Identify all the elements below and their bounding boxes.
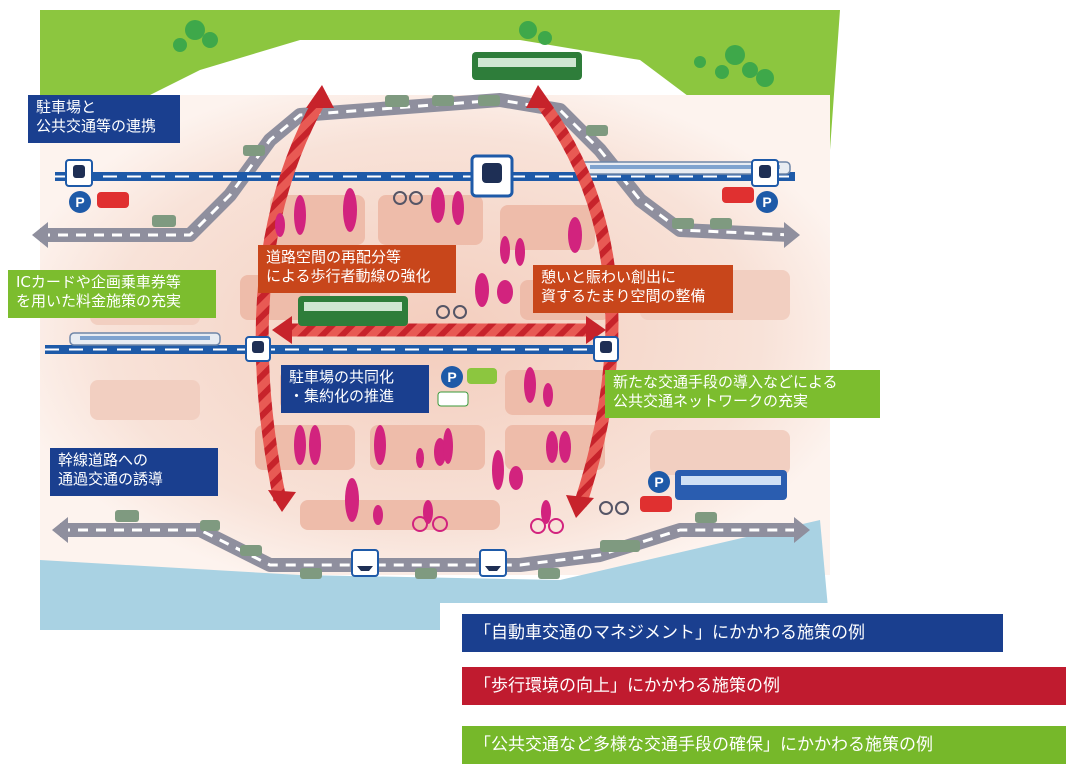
park-area [40, 10, 840, 150]
bicycles [412, 516, 564, 534]
svg-text:P: P [447, 369, 456, 385]
river [40, 520, 830, 630]
bus-green-center [298, 296, 408, 326]
label-parking-transit: 駐車場と 公共交通等の連携 [28, 95, 180, 143]
label-ic-card: ICカードや企画乗車券等 を用いた料金施策の充実 [8, 270, 216, 318]
gray-vehicles [115, 95, 732, 579]
legend-item-car-management: 「自動車交通のマネジメント」にかかわる施策の例 [462, 614, 1003, 652]
train-windows [80, 165, 780, 340]
parking-icon: P [441, 366, 463, 388]
label-trunk-road: 幹線道路への 通過交通の誘導 [50, 448, 218, 496]
svg-text:P: P [75, 194, 84, 210]
bus-blue [675, 470, 787, 500]
label-new-transport: 新たな交通手段の導入などによる 公共交通ネットワークの充実 [605, 370, 880, 418]
train-station-icon [245, 336, 271, 362]
tree-group [173, 20, 774, 87]
legend-item-public-transport: 「公共交通など多様な交通手段の確保」にかかわる施策の例 [462, 726, 1066, 764]
label-road-space: 道路空間の再配分等 による歩行者動線の強化 [258, 245, 456, 293]
railway-lines [45, 172, 795, 354]
parking-icon: P [69, 191, 91, 213]
train-station-icon [751, 159, 779, 187]
parking-icon: P [756, 191, 778, 213]
ferry-icon [479, 549, 507, 577]
pedestrian-figures [275, 187, 582, 525]
road-arrow-heads [32, 222, 810, 543]
svg-text:P: P [654, 474, 663, 490]
train-station-icon [593, 336, 619, 362]
train-station-icon [65, 159, 93, 187]
bicycles-gray [393, 191, 629, 515]
train-station-icon [470, 154, 514, 198]
ferry-icon [351, 549, 379, 577]
parking-icon: P [648, 471, 670, 493]
label-rest-space: 憩いと賑わい創出に 資するたまり空間の整備 [533, 265, 733, 313]
label-parking-share: 駐車場の共同化 ・集約化の推進 [281, 365, 429, 413]
legend-item-walking-environment: 「歩行環境の向上」にかかわる施策の例 [462, 667, 1066, 705]
svg-text:P: P [762, 194, 771, 210]
pedestrian-arrow-heads [268, 85, 606, 518]
bus-green [472, 52, 582, 80]
cars [97, 187, 754, 512]
